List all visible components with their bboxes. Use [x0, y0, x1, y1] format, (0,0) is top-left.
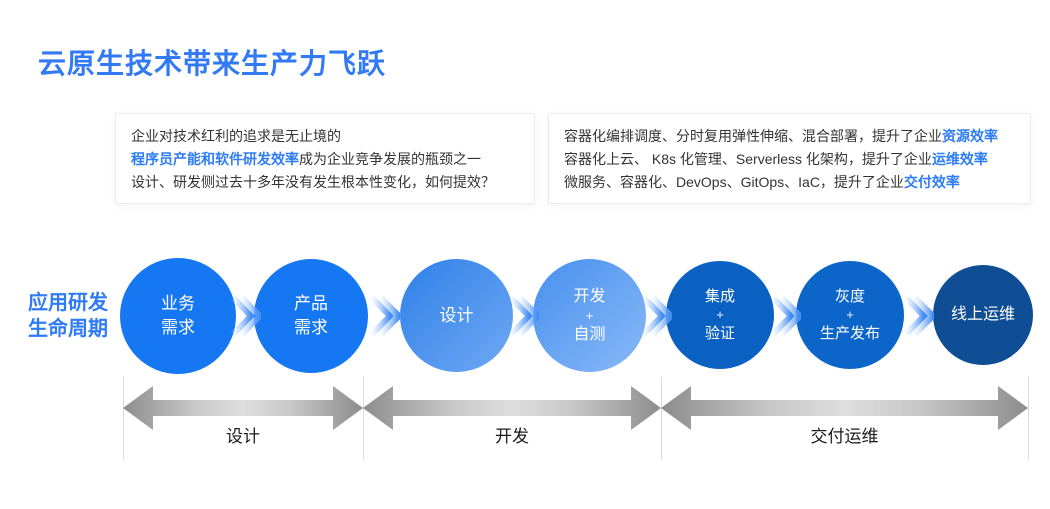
phase-label-develop: 开发	[495, 427, 529, 446]
phase-divider	[123, 377, 124, 459]
stage-label-line: 生产发布	[819, 325, 880, 342]
double-arrow-delivery-ops	[661, 386, 1028, 430]
chevron-right-icon	[641, 295, 672, 337]
phase-label-delivery-ops: 交付运维	[810, 427, 879, 446]
stage-label-line: 自测	[573, 325, 606, 343]
highlight-text: 运维效率	[931, 151, 988, 167]
plus-sign: +	[585, 307, 594, 323]
lifecycle-axis-label: 应用研发 生命周期	[28, 292, 108, 340]
stage-label-line: 需求	[294, 318, 328, 337]
stage-online-ops: 线上运维	[933, 265, 1033, 365]
stage-label-line: 集成	[704, 288, 735, 305]
stage-design: 设计	[400, 259, 513, 372]
stage-label-line: 需求	[161, 318, 195, 337]
highlight-text: 交付效率	[903, 174, 960, 190]
insight-line: 容器化上云、 K8s 化管理、Serverless 化架构，提升了企业运维效率	[564, 151, 988, 167]
phase-divider	[1028, 377, 1029, 459]
stage-business-requirements: 业务 需求	[120, 258, 236, 374]
plus-sign: +	[846, 307, 854, 322]
stage-develop-selftest: 开发 + 自测	[533, 259, 646, 372]
double-arrow-develop	[363, 386, 661, 430]
chevron-right-icon	[230, 295, 261, 337]
stage-label-line: 线上运维	[950, 306, 1015, 323]
stage-label-line: 产品	[294, 294, 328, 313]
insight-box-problem: 企业对技术红利的追求是无止境的 程序员产能和软件研发效率成为企业竞争发展的瓶颈之…	[115, 113, 535, 204]
stage-label-line: 设计	[439, 305, 474, 325]
insight-line: 企业对技术红利的追求是无止境的	[131, 128, 341, 144]
chevron-right-icon	[508, 295, 539, 337]
stage-product-requirements: 产品 需求	[254, 259, 368, 373]
chevron-right-icon	[770, 295, 801, 337]
stage-label-line: 验证	[704, 325, 735, 342]
insight-line: 容器化编排调度、分时复用弹性伸缩、混合部署，提升了企业资源效率	[564, 128, 998, 144]
highlight-text: 程序员产能和软件研发效率	[131, 151, 299, 167]
insight-line: 微服务、容器化、DevOps、GitOps、IaC，提升了企业交付效率	[564, 174, 960, 190]
double-arrow-design	[123, 386, 363, 430]
phase-divider	[661, 377, 662, 459]
phase-divider	[363, 377, 364, 459]
highlight-text: 资源效率	[942, 128, 998, 144]
stage-gray-release: 灰度 + 生产发布	[796, 261, 904, 369]
page-title: 云原生技术带来生产力飞跃	[38, 48, 387, 79]
chevron-right-icon	[369, 295, 400, 337]
stage-label-line: 开发	[573, 287, 606, 305]
plus-sign: +	[716, 307, 724, 322]
insight-box-cloudnative: 容器化编排调度、分时复用弹性伸缩、混合部署，提升了企业资源效率 容器化上云、 K…	[548, 113, 1031, 204]
stage-label-line: 灰度	[834, 288, 865, 305]
insight-line: 程序员产能和软件研发效率成为企业竞争发展的瓶颈之一	[131, 151, 481, 167]
stage-integrate-verify: 集成 + 验证	[666, 261, 774, 369]
phase-label-design: 设计	[226, 427, 260, 446]
stage-label-line: 业务	[161, 294, 195, 313]
insight-line: 设计、研发侧过去十多年没有发生根本性变化，如何提效？	[131, 174, 495, 190]
chevron-right-icon	[903, 295, 934, 337]
